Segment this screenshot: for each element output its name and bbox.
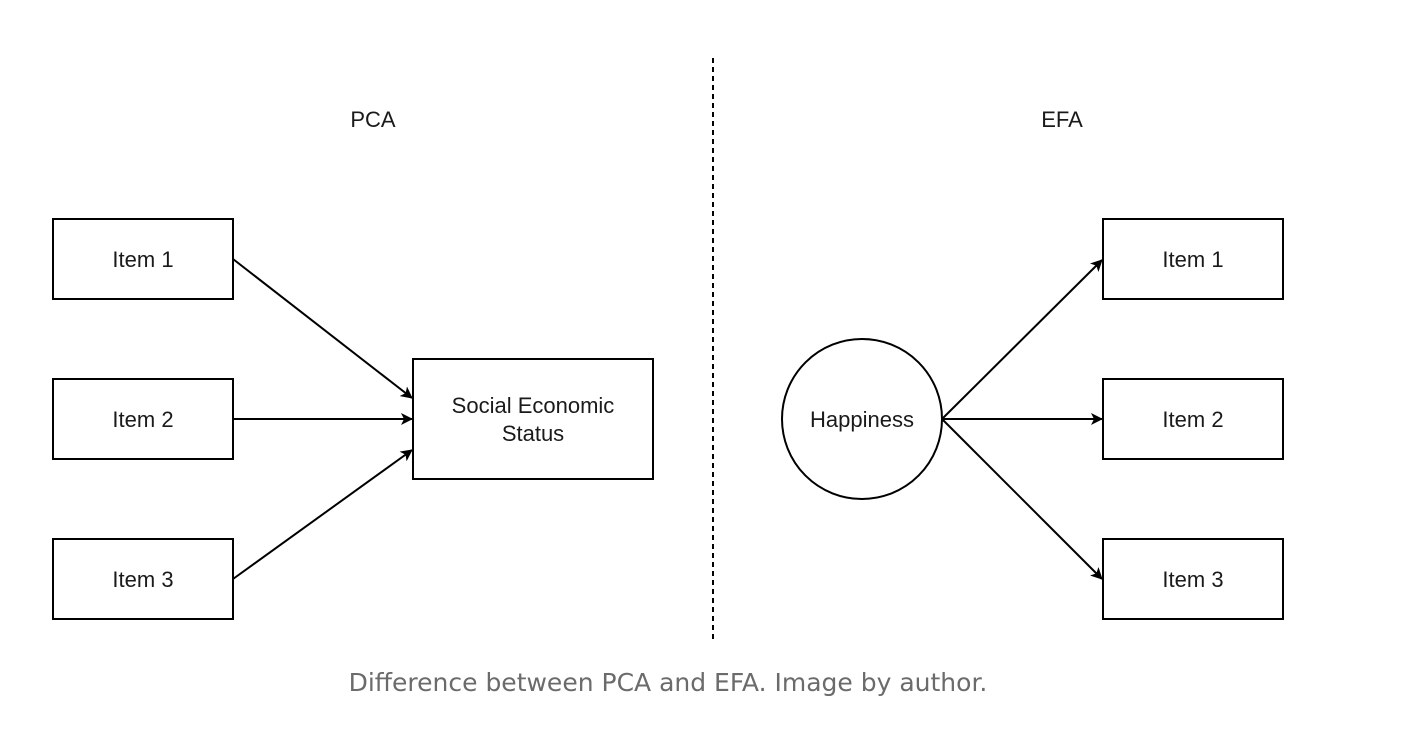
efa-factor-circle: Happiness [781, 338, 943, 500]
pca-item-3-label: Item 3 [112, 567, 173, 592]
pca-item-1: Item 1 [52, 218, 234, 300]
pca-component-box: Social Economic Status [412, 358, 654, 480]
efa-factor-label: Happiness [810, 407, 914, 432]
pca-component-label-line1: Social Economic [452, 393, 615, 418]
pca-item-2: Item 2 [52, 378, 234, 460]
efa-arrow-item-3 [941, 418, 1103, 580]
pca-title: PCA [350, 107, 396, 132]
pca-component-label-line2: Status [502, 421, 564, 446]
efa-item-2-label: Item 2 [1162, 407, 1223, 432]
efa-arrow-item-1 [941, 259, 1103, 420]
pca-arrow-item-1 [232, 258, 413, 399]
efa-item-3: Item 3 [1102, 538, 1284, 620]
pca-vs-efa-diagram: PCA Item 1 Item 2 Item 3 Social Economic… [52, 58, 1284, 640]
pca-item-3: Item 3 [52, 538, 234, 620]
figure-caption: Difference between PCA and EFA. Image by… [348, 668, 988, 697]
pca-item-1-label: Item 1 [112, 247, 173, 272]
efa-item-1-label: Item 1 [1162, 247, 1223, 272]
pca-arrow-item-3 [232, 449, 413, 580]
pca-item-2-label: Item 2 [112, 407, 173, 432]
efa-title: EFA [1041, 107, 1083, 132]
efa-item-2: Item 2 [1102, 378, 1284, 460]
efa-item-1: Item 1 [1102, 218, 1284, 300]
efa-item-3-label: Item 3 [1162, 567, 1223, 592]
